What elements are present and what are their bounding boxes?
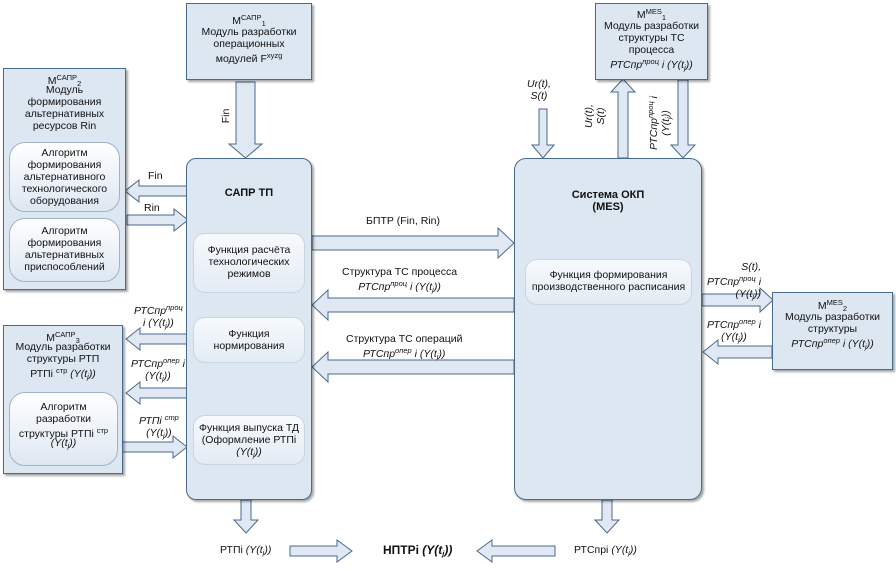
label-oper-right: РТСпропер i (Y(tj)) <box>707 317 761 344</box>
label-ur-s-out: Ur(t), S(t) <box>583 104 607 128</box>
label-rtc-proc-up: РТСпрпроц i (Y(tj)) <box>646 95 673 151</box>
mes1-l4: РТСпрпроц i (Y(tj)) <box>610 57 693 72</box>
arrow-mes1-down <box>669 79 697 159</box>
module-m-sapr-2: MСАПР2 Модуль формирования альтернативны… <box>3 68 126 290</box>
okp-title1: Система ОКП <box>571 189 645 201</box>
system-okp-mes: Система ОКП (MES) Функция формирования п… <box>514 158 702 500</box>
arrow-bottom-left <box>476 539 556 563</box>
label-fin-left: Fin <box>148 170 163 182</box>
alg2-l3: альтернативных <box>24 249 105 261</box>
label-struct-oper: Структура ТС операций РТСпропер i (Y(tj)… <box>346 333 463 361</box>
label-left-proc: РТСпрпроц i (Y(tj)) <box>134 303 183 330</box>
arrow-ur-s-out <box>609 78 637 159</box>
arrow-struct-proc-left <box>311 288 515 322</box>
alg2-l2: формирования <box>27 237 102 249</box>
m3alg-l1: Алгоритм <box>40 401 87 413</box>
alg1-l3: альтернативного <box>23 171 106 183</box>
f1-l2: технологических <box>208 256 290 268</box>
module-m-mes-2: MMES2 Модуль разработки структуры РТСпро… <box>772 292 893 370</box>
m2-line2: формирования <box>27 96 102 108</box>
m3-algorithm-rtp: Алгоритм разработки структуры РТПi стр (… <box>9 392 118 466</box>
arrow-rtp-right <box>121 434 188 460</box>
m3alg-l3: структуры РТПi стр <box>18 426 109 440</box>
arrow-okp-down <box>593 499 621 534</box>
label-rin-left: Rin <box>144 202 160 214</box>
arrow-left-proc <box>125 326 188 352</box>
arrow-ur-s-in <box>530 108 556 159</box>
label-bottom-nptr: НПТРi (Y(tj)) <box>383 543 453 558</box>
sapr-function-td: Функция выпуска ТД (Оформление РТПi (Y(t… <box>193 415 305 465</box>
arrow-bottom-right <box>289 539 353 563</box>
m3alg-l4: (Y(tj)) <box>50 437 77 450</box>
label-fin-top: Fin <box>220 108 232 124</box>
arrow-oper-left <box>702 338 773 366</box>
m2-algorithm-fixtures: Алгоритм формирования альтернативных при… <box>9 218 120 282</box>
arrow-sapr-down <box>232 499 260 534</box>
arrow-st-right <box>701 286 774 314</box>
m1-line1: Модуль разработки <box>201 26 297 38</box>
mes2-l2: структуры <box>807 323 858 335</box>
f2-l2: нормирования <box>213 340 285 352</box>
mes1-l2: структуры ТС <box>618 32 685 44</box>
m1-line2: операционных <box>213 38 285 50</box>
label-bottom-rtp: РТПi (Y(tj)) <box>220 544 272 557</box>
label-bptr: БПТР (Fin, Rin) <box>366 215 440 227</box>
alg1-l5: оборудования <box>30 195 99 207</box>
okp-function-schedule: Функция формирования производственного р… <box>525 259 692 305</box>
sapr-function-modes: Функция расчёта технологических режимов <box>193 233 305 293</box>
f3-l3: (Y(tj)) <box>236 446 262 459</box>
mes2-l1: Модуль разработки <box>784 311 881 323</box>
f2-l1: Функция <box>228 328 270 340</box>
m2-line1: Модуль <box>45 84 84 96</box>
m3-line2: структуры РТП <box>26 353 100 365</box>
f3-l1: Функция выпуска ТД <box>198 422 300 434</box>
label-bottom-rtc: РТСпрi (Y(tj)) <box>574 544 637 557</box>
alg2-l4: приспособлений <box>24 261 105 273</box>
label-ur-s-in: Ur(t), S(t) <box>527 78 551 102</box>
label-left-oper: РТСпропер i (Y(tj)) <box>131 356 185 383</box>
f1-l3: режимов <box>227 268 271 280</box>
alg1-l1: Алгоритм <box>41 147 88 159</box>
arrow-fin-left <box>124 178 188 204</box>
okp-f1-l2: производственного расписания <box>531 281 686 293</box>
m2-line3: альтернативных <box>24 108 105 120</box>
m1-title: MСАПР1 <box>232 13 266 28</box>
module-m-mes-1: MMES1 Модуль разработки структуры ТС про… <box>595 3 708 80</box>
m3-title: MСАПР3 <box>46 330 80 345</box>
label-left-rtp: РТПi стр (Y(tj)) <box>139 413 179 440</box>
mes1-title: MMES1 <box>636 7 667 22</box>
okp-title2: (MES) <box>592 201 624 213</box>
sapr-title: САПР ТП <box>224 187 274 199</box>
mes1-l3: процесса <box>628 44 675 56</box>
label-st-right: S(t), РТСпрпроц i (Y(tj)) <box>707 261 762 301</box>
arrow-left-oper <box>125 380 188 406</box>
label-struct-proc: Структура ТС процесса РТСпрпроц i (Y(tj)… <box>342 266 458 294</box>
module-m-sapr-3: MСАПР3 Модуль разработки структуры РТП Р… <box>3 325 123 474</box>
m3alg-l2: разработки <box>36 413 91 425</box>
m1-line3: модулей Fxyzg <box>215 51 283 65</box>
alg2-l1: Алгоритм <box>41 225 88 237</box>
arrow-rin-right <box>126 207 189 233</box>
okp-f1-l1: Функция формирования <box>549 269 668 281</box>
mes1-l1: Модуль разработки <box>603 20 700 32</box>
mes2-title: MMES2 <box>817 298 848 313</box>
module-m-sapr-1: MСАПР1 Модуль разработки операционных мо… <box>186 3 312 80</box>
mes2-l3: РТСпропер i (Y(tj)) <box>791 336 874 351</box>
alg1-l4: технологического <box>21 183 108 195</box>
alg1-l2: формирования <box>27 159 102 171</box>
m2-title: MСАПР2 <box>47 73 82 88</box>
m3-line1: Модуль разработки <box>15 341 111 353</box>
m2-line4: ресурсов Rin <box>32 120 97 132</box>
f3-l2: (Оформление РТПi <box>201 434 297 446</box>
system-sapr-tp: САПР ТП Функция расчёта технологических … <box>186 158 312 500</box>
arrow-fin-down <box>227 81 264 159</box>
f1-l1: Функция расчёта <box>207 244 291 256</box>
arrow-bptr-right <box>311 226 515 260</box>
arrow-struct-oper-left <box>311 350 515 384</box>
m2-algorithm-equipment: Алгоритм формирования альтернативного те… <box>9 142 120 212</box>
sapr-function-norming: Функция нормирования <box>193 317 305 363</box>
m3-line3: РТПi стр (Y(tj)) <box>30 366 96 381</box>
